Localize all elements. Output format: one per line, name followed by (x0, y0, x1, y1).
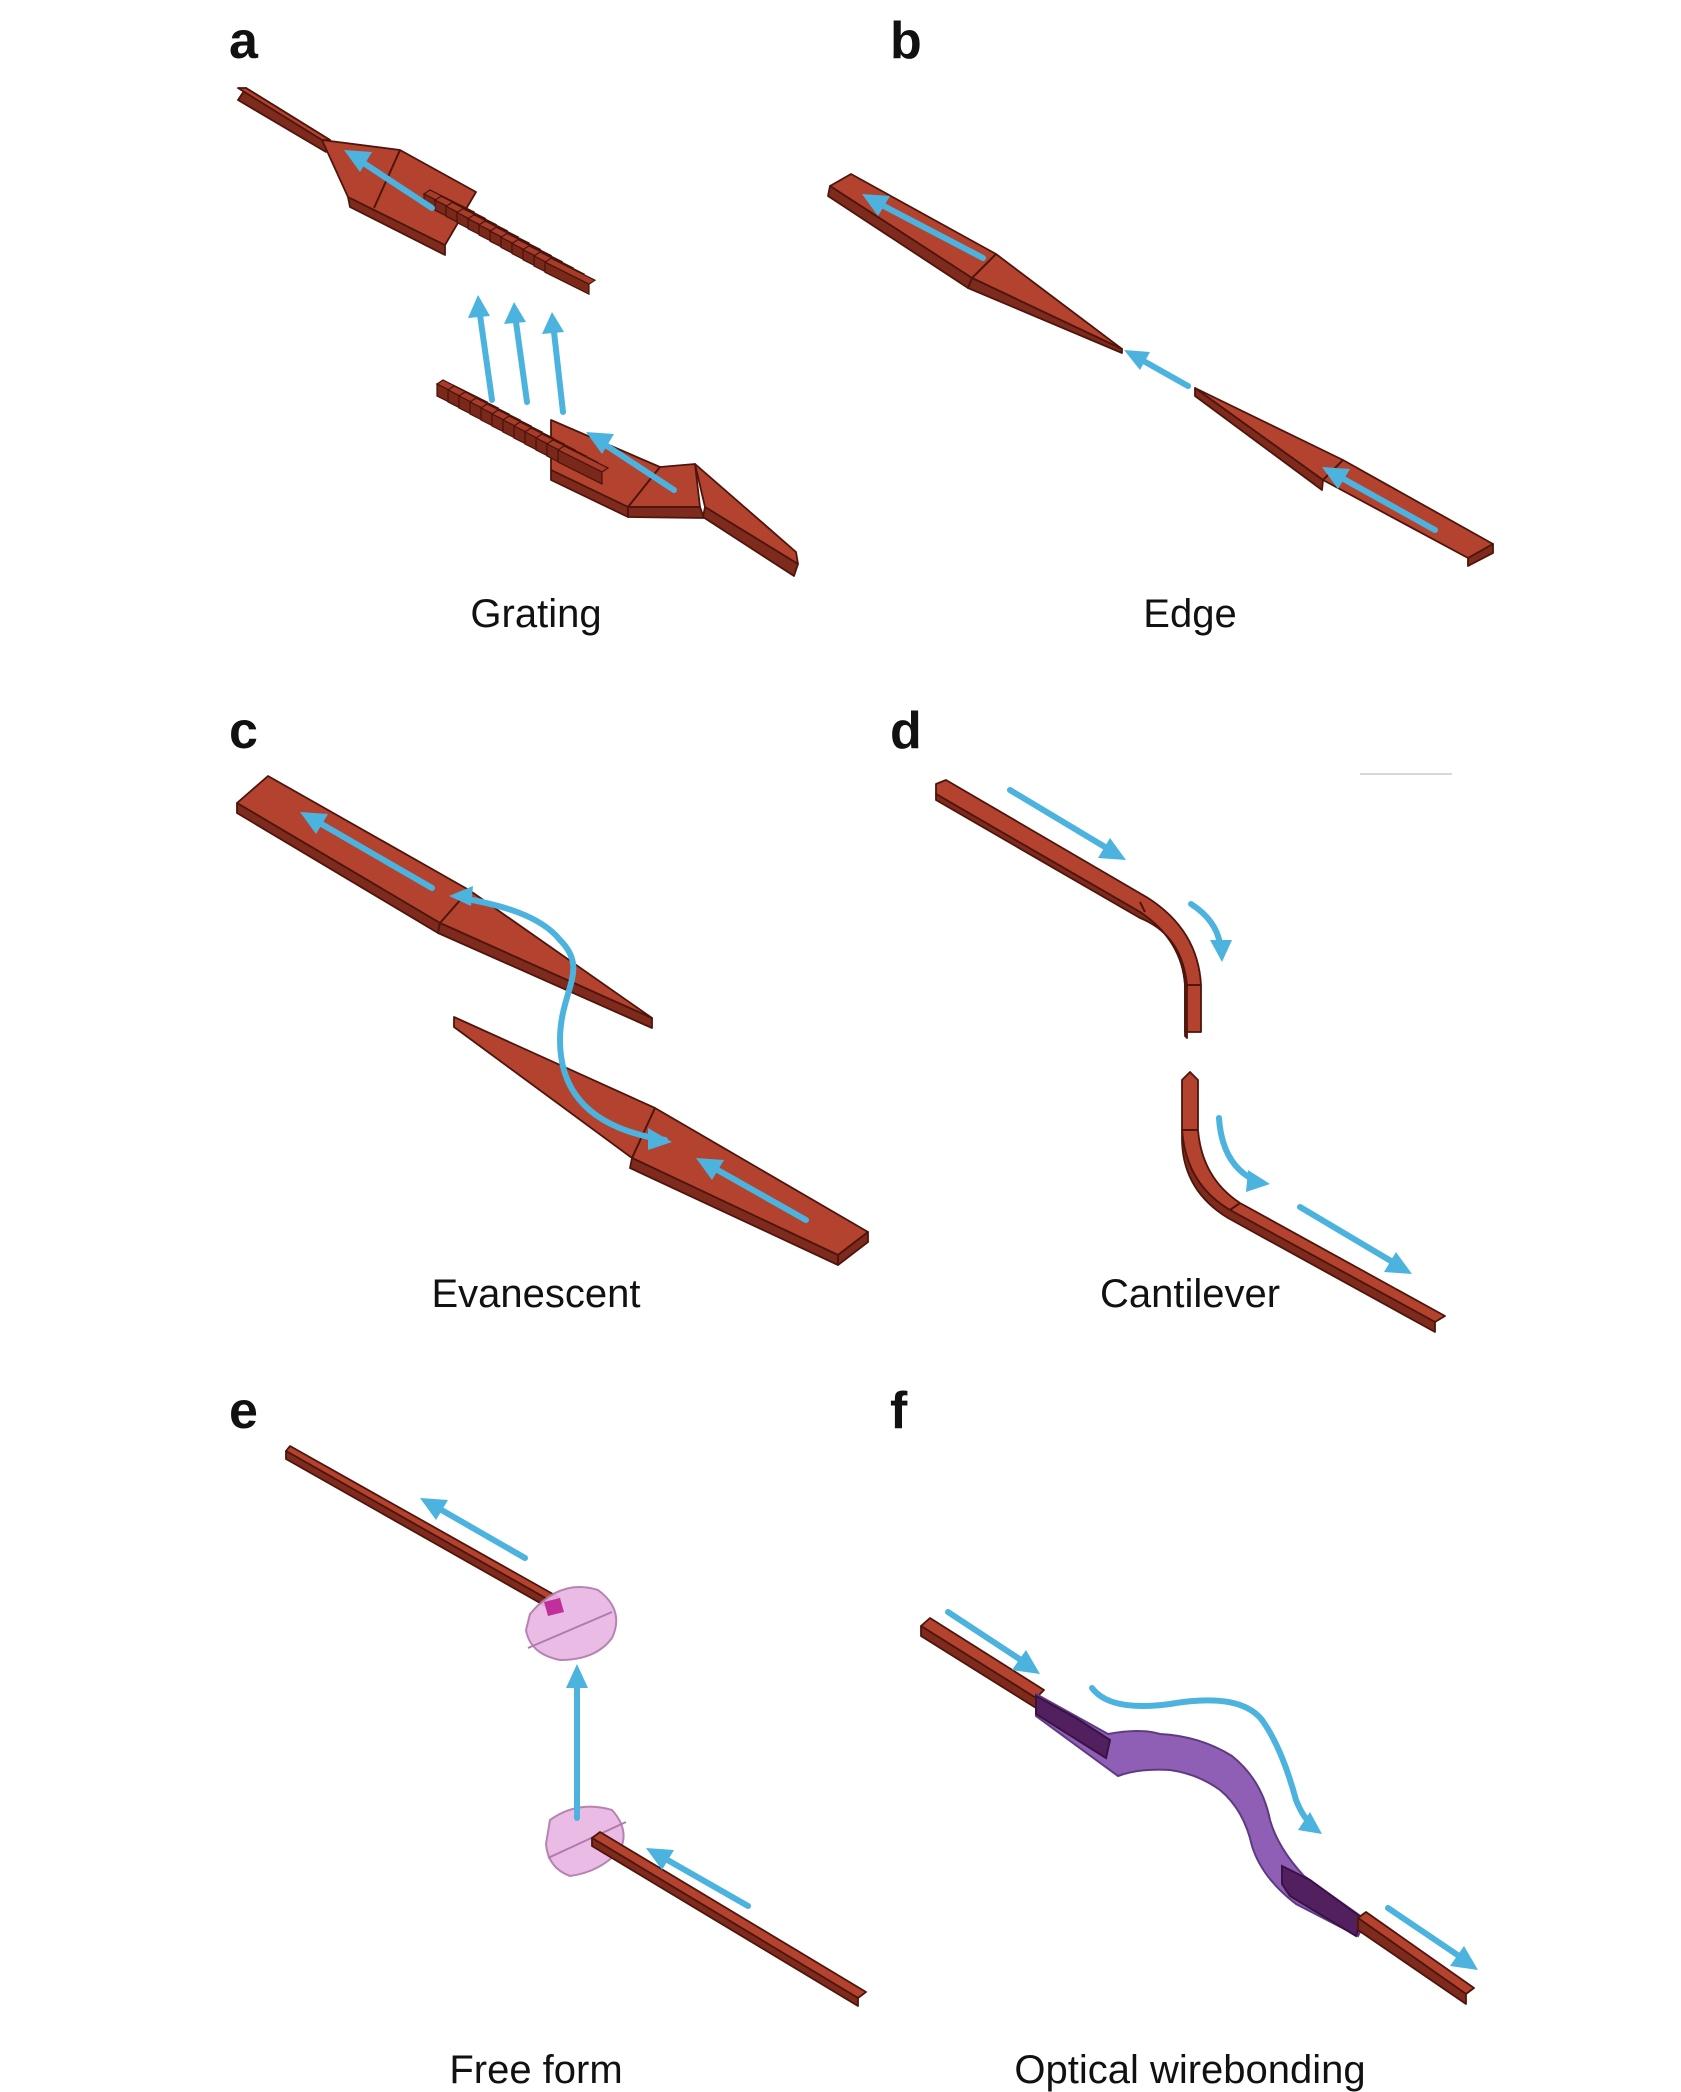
freeform-light-paths (420, 1498, 751, 1909)
panel-b-caption: Edge (1143, 592, 1236, 636)
wirebond-light-paths (945, 1609, 1478, 1970)
freeform-upper-lens (524, 1586, 618, 1662)
cantilever-upper-waveguide (935, 779, 1202, 1039)
grating-lower-waveguide (550, 419, 799, 577)
panel-c: c Evanescent (229, 702, 869, 1316)
panel-f: f Optical wirebonding (890, 1382, 1478, 2092)
cantilever-light-paths (1007, 787, 1412, 1274)
wirebond-right-waveguide (1357, 1911, 1475, 2005)
panel-a: a (229, 12, 799, 636)
freeform-lower-waveguide (591, 1831, 867, 2007)
panel-e: e Free form (229, 1382, 867, 2092)
wirebond-left-waveguide (920, 1617, 1045, 1709)
cantilever-lower-waveguide (1181, 1071, 1446, 1333)
grating-upper-teeth (422, 189, 597, 296)
panel-a-caption: Grating (470, 592, 601, 636)
panel-f-caption: Optical wirebonding (1014, 2048, 1365, 2092)
panel-c-letter: c (229, 702, 258, 760)
grating-lower-teeth (435, 379, 610, 485)
panel-f-letter: f (890, 1382, 908, 1440)
edge-light-paths (862, 194, 1438, 533)
freeform-upper-waveguide (285, 1445, 561, 1613)
grating-tooth-side (544, 261, 590, 296)
panel-e-caption: Free form (449, 2048, 622, 2092)
evanescent-light-paths (300, 812, 809, 1223)
panel-a-letter: a (229, 12, 259, 70)
panel-d-letter: d (890, 702, 922, 760)
evanescent-upper-waveguide (236, 775, 653, 1029)
panel-b-letter: b (890, 12, 922, 70)
wirebond-body (1035, 1692, 1368, 1938)
grating-light-paths (344, 150, 677, 493)
panel-d: d Cantilever (890, 702, 1452, 1333)
panel-e-letter: e (229, 1382, 258, 1440)
panel-d-caption: Cantilever (1100, 1272, 1280, 1316)
panel-b: b Edge (827, 12, 1494, 636)
grating-tooth-side (557, 449, 603, 485)
grating-upper-waveguide (237, 87, 477, 256)
panel-c-caption: Evanescent (431, 1272, 640, 1316)
